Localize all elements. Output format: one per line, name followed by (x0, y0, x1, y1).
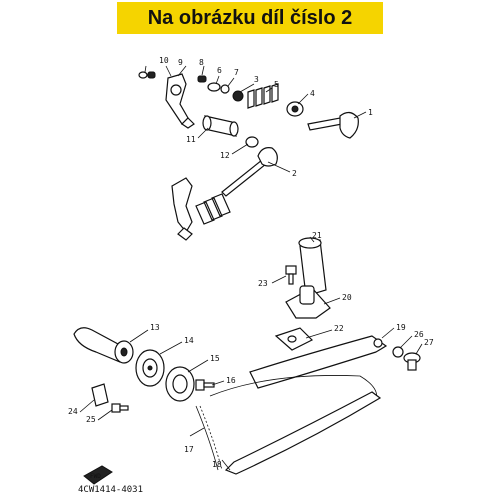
callout-25: 25 (86, 415, 96, 424)
leader-lines (79, 65, 423, 471)
callout-13: 13 (150, 323, 160, 332)
part-23-bolt (285, 265, 297, 285)
part-22-gasket (274, 327, 314, 351)
fwd-arrow: FWD (83, 465, 113, 485)
callout-12: 12 (220, 151, 230, 160)
callout-14: 14 (184, 336, 194, 345)
callout-19: 19 (396, 323, 406, 332)
callout-10: 10 (159, 56, 169, 65)
rocker-spring-assembly (171, 177, 231, 241)
part-9-rocker-arm (165, 73, 207, 129)
callout-26: 26 (414, 330, 424, 339)
part-10-pin (138, 71, 156, 79)
part-17-timing-chain (195, 375, 378, 471)
callout-6: 6 (217, 66, 222, 75)
part-1-valve (307, 111, 359, 139)
part-code: 4CW1414-4031 (78, 485, 144, 495)
part-14-sprocket (135, 349, 165, 387)
part-25-screw (111, 403, 129, 413)
part-3-5-valve-spring (232, 83, 279, 109)
callout-15: 15 (210, 354, 220, 363)
part-6-7-retainer (207, 82, 230, 94)
callout-1: 1 (368, 108, 373, 117)
part-15-gear (165, 366, 195, 402)
callout-22: 22 (334, 324, 344, 333)
part-4-seal (286, 101, 304, 117)
callout-5: 5 (274, 80, 279, 89)
callout-20: 20 (342, 293, 352, 302)
part-16-bolt (195, 379, 215, 391)
callout-3: 3 (254, 75, 259, 84)
fwd-label: FWD (90, 473, 101, 480)
part-2-valve (221, 147, 278, 197)
banner-text: Na obrázku díl číslo 2 (147, 6, 353, 29)
part-19-chain-guide (249, 335, 388, 389)
callout-11: 11 (186, 135, 196, 144)
callout-16: 16 (226, 376, 236, 385)
title-banner: Na obrázku díl číslo 2 (117, 2, 383, 34)
callout-labels: 1 2 3 4 5 6 7 8 9 10 11 12 13 14 15 16 1… (68, 56, 434, 469)
part-13-camshaft (73, 327, 134, 364)
callout-24: 24 (68, 407, 78, 416)
callout-23: 23 (258, 279, 268, 288)
part-24-plate (91, 383, 109, 407)
part-18-chain-guide (224, 391, 382, 475)
part-21-tensioner-cap (298, 237, 327, 297)
callout-7: 7 (234, 68, 239, 77)
callout-18: 18 (212, 460, 222, 469)
part-12-o-ring (245, 136, 259, 148)
callout-17: 17 (184, 445, 194, 454)
part-26-washer (392, 346, 404, 358)
callout-9: 9 (178, 58, 183, 67)
callout-2: 2 (292, 169, 297, 178)
callout-21: 21 (312, 231, 322, 240)
callout-8: 8 (199, 58, 204, 67)
part-11-rocker-shaft (202, 115, 239, 137)
part-20-tensioner-body (285, 285, 331, 319)
callout-27: 27 (424, 338, 434, 347)
callout-4: 4 (310, 89, 315, 98)
part-27-bolt (403, 352, 421, 371)
